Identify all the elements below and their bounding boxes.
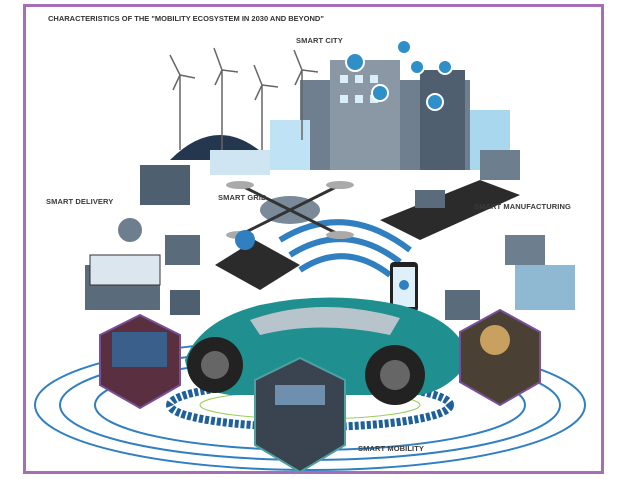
label-smart-manufacturing: SMART MANUFACTURING (474, 202, 571, 211)
manufacturing-line (380, 150, 575, 320)
futuristic-car (185, 297, 470, 405)
label-smart-city: SMART CITY (296, 36, 343, 45)
smart-grid-drone (215, 181, 354, 290)
smart-city-buildings (170, 60, 510, 175)
label-smart-grid: SMART GRID (218, 193, 267, 202)
smartphone-icon (390, 262, 418, 312)
wind-turbines (169, 47, 319, 150)
label-smart-mobility: SMART MOBILITY (358, 444, 424, 453)
label-smart-delivery: SMART DELIVERY (46, 197, 114, 206)
infographic-title: CHARACTERISTICS OF THE "MOBILITY ECOSYST… (48, 14, 324, 23)
interior-images (99, 308, 541, 474)
smart-city-icons (345, 39, 453, 111)
delivery-vehicles (85, 165, 200, 315)
wifi-icon (278, 219, 412, 278)
